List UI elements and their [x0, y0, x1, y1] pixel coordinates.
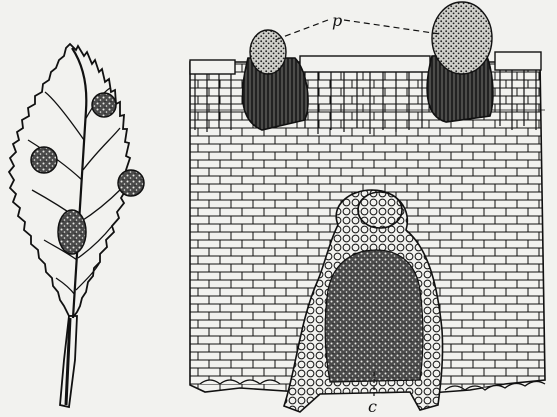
- label-p: p: [332, 11, 342, 30]
- pycnidium-left: [243, 30, 308, 130]
- label-p-group: p: [275, 11, 440, 40]
- leaf-spot: [92, 93, 116, 117]
- label-c: c: [368, 397, 377, 416]
- leaf-spot: [31, 147, 57, 173]
- leaf-spot: [58, 210, 86, 254]
- leaf-outline: [9, 44, 130, 316]
- cross-section-drawing: p c: [190, 2, 545, 416]
- pycnidium-right: [427, 2, 493, 122]
- leader-p-right: [344, 20, 440, 34]
- leaf-spot: [118, 170, 144, 196]
- leaf-drawing: [9, 44, 144, 407]
- leader-p-left: [275, 20, 328, 40]
